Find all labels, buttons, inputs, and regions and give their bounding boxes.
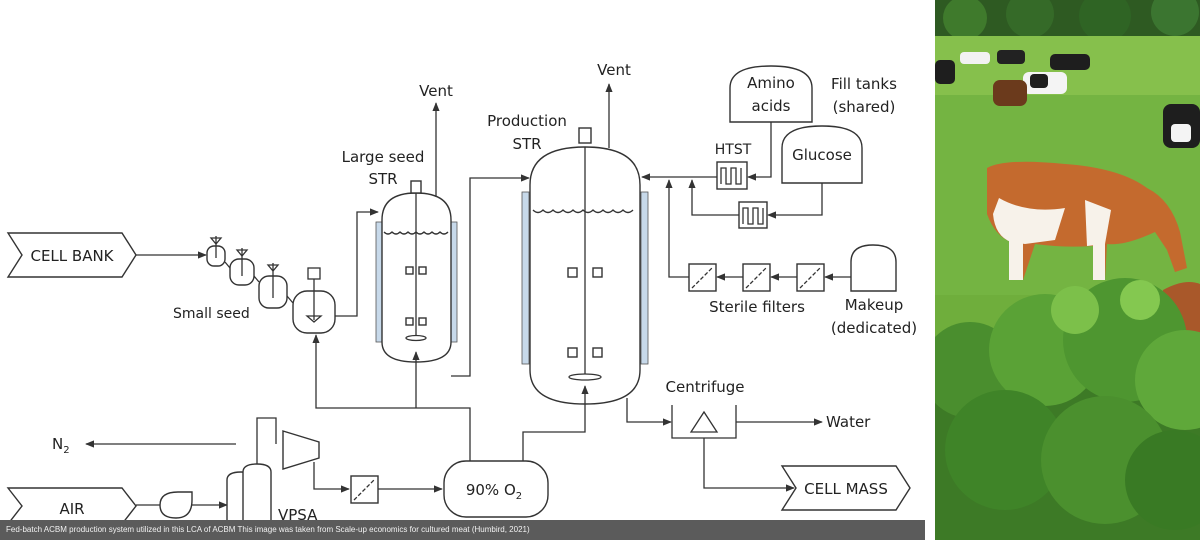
- seed-vessel-2: [229, 248, 255, 286]
- vpsa-label: VPSA: [278, 506, 318, 520]
- seed-to-large-flow: [335, 208, 379, 317]
- centrifuge-to-cell-mass-flow: [703, 438, 795, 492]
- air-blower: [159, 491, 193, 519]
- air-node: AIR: [6, 487, 137, 520]
- small-seed-vessels: Small seed: [173, 236, 336, 334]
- compressor-to-filter-flow: [313, 462, 350, 493]
- oxygen-filter: [350, 475, 379, 504]
- small-seed-label: Small seed: [173, 306, 250, 322]
- production-label-1: Production: [487, 112, 567, 130]
- makeup-label-1: Makeup: [845, 296, 904, 314]
- cell-mass-node: CELL MASS: [780, 465, 911, 511]
- production-vent-label: Vent: [597, 61, 631, 79]
- seed-vessel-4: [292, 267, 336, 334]
- seed-vessel-3: [258, 263, 288, 309]
- centrifuge-label: Centrifuge: [666, 378, 745, 396]
- large-to-production-flow: [451, 174, 530, 377]
- cell-mass-label: CELL MASS: [804, 480, 888, 498]
- large-seed-label-1: Large seed: [342, 148, 425, 166]
- oxygen-tank: 90% O2: [443, 460, 549, 518]
- cell-bank-label: CELL BANK: [30, 247, 114, 265]
- process-flow-diagram: CELL BANK Small seed: [6, 61, 917, 520]
- htst2-merge-flow: [688, 179, 739, 216]
- large-vent-label: Vent: [419, 82, 453, 100]
- production-str: Production STR: [487, 112, 649, 405]
- compressor: [282, 430, 320, 470]
- fill-tanks-label-1: Fill tanks: [831, 75, 897, 93]
- amino-to-htst-flow: [747, 122, 772, 181]
- water-label: Water: [826, 413, 871, 431]
- image-caption: Fed-batch ACBM production system utilize…: [0, 520, 925, 540]
- vpsa-to-compressor-flow: [256, 417, 277, 464]
- amino-label-1: Amino: [747, 74, 795, 92]
- amino-label-2: acids: [752, 97, 791, 115]
- glucose-tank: Glucose: [781, 125, 863, 184]
- large-seed-label-2: STR: [368, 170, 397, 188]
- o2-to-production-flow: [522, 385, 589, 461]
- glucose-to-htst-flow: [767, 183, 823, 219]
- production-to-centrifuge-flow: [626, 398, 672, 426]
- filters-to-production-flow: [665, 179, 689, 278]
- large-seed-str: Large seed STR: [342, 148, 458, 363]
- air-label: AIR: [59, 500, 84, 518]
- production-label-2: STR: [512, 135, 541, 153]
- sterile-filters-label: Sterile filters: [709, 298, 805, 316]
- centrifuge: Centrifuge: [666, 378, 745, 439]
- fill-tanks-label-2: (shared): [833, 98, 896, 116]
- cell-bank-node: CELL BANK: [6, 232, 137, 278]
- makeup-label-2: (dedicated): [831, 319, 917, 337]
- oxygen-tank-label: 90% O2: [466, 481, 522, 502]
- htst-label: HTST: [715, 142, 752, 158]
- makeup-tank: Makeup (dedicated): [831, 244, 917, 337]
- cow-pasture-photo: [935, 0, 1200, 540]
- n2-label: N2: [52, 435, 70, 456]
- htst-unit-2: [738, 201, 768, 229]
- htst-unit-1: [716, 161, 748, 190]
- amino-acids-tank: Amino acids: [729, 65, 813, 123]
- o2-to-small-seed-flow: [312, 334, 471, 461]
- seed-vessel-1: [206, 236, 226, 267]
- sterile-filters: Sterile filters: [688, 263, 825, 316]
- glucose-label: Glucose: [792, 146, 852, 164]
- vpsa-unit: VPSA: [226, 463, 318, 520]
